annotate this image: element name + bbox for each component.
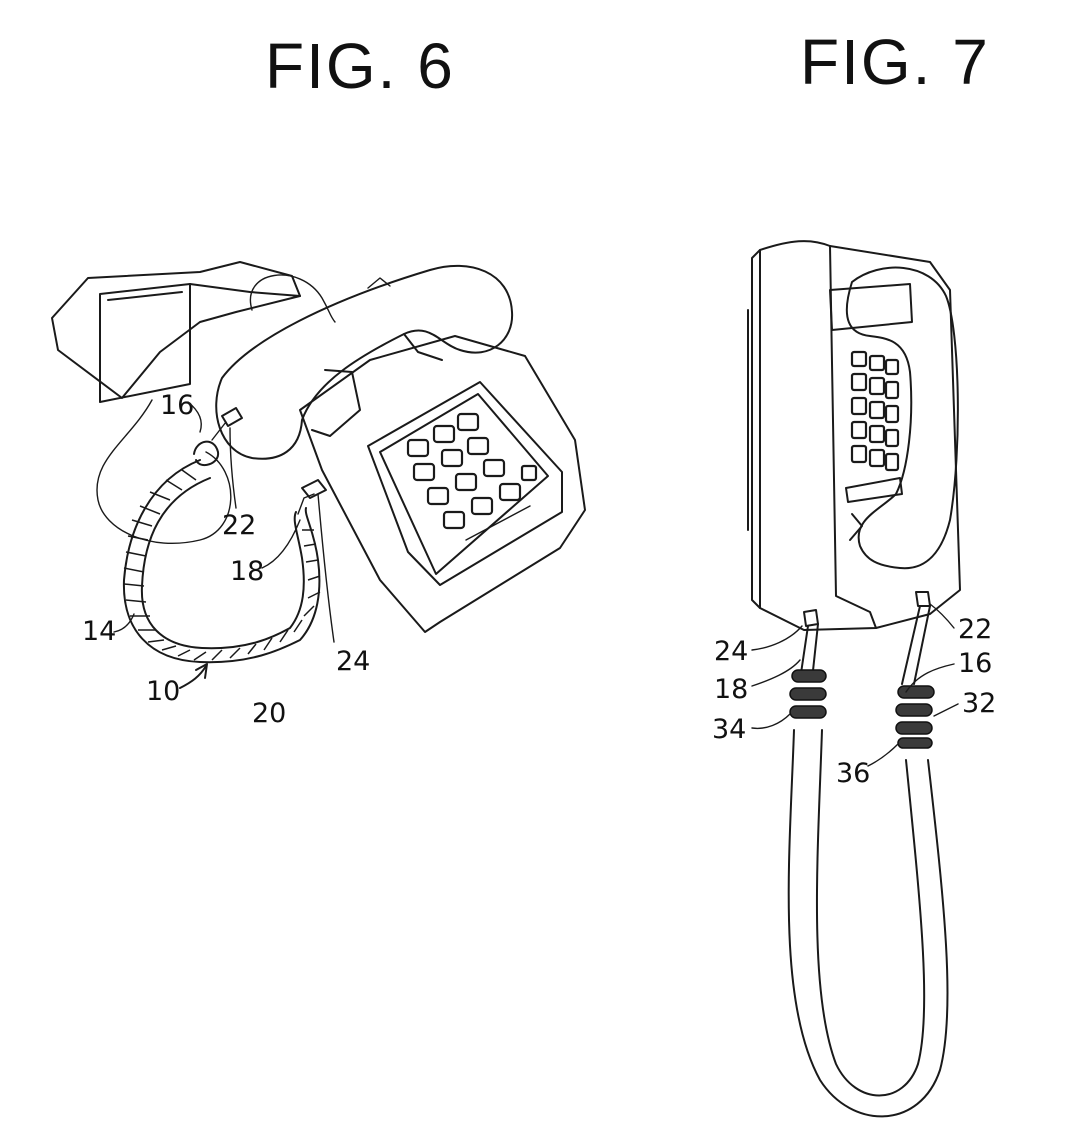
- straight-cord: [787, 729, 949, 1118]
- figure-6-reference-numerals: 16 22 18 14 24 10 20: [82, 390, 370, 729]
- figure-6: FIG. 6: [51, 30, 586, 729]
- plug-22-fig7: [915, 591, 931, 607]
- ref-34: 34: [712, 714, 746, 745]
- desk-telephone-drawing: [51, 261, 586, 664]
- figure-7-title: FIG. 7: [800, 26, 990, 98]
- ref-18: 18: [230, 556, 264, 587]
- ref-18-fig7: 18: [714, 674, 748, 705]
- wall-keypad: [850, 350, 900, 472]
- plug-24: [301, 479, 327, 499]
- ref-22-fig7: 22: [958, 614, 992, 645]
- coiled-cord: [122, 421, 321, 664]
- ref-22: 22: [222, 510, 256, 541]
- collar-34: [789, 669, 827, 719]
- keypad: [406, 412, 538, 541]
- ref-14: 14: [82, 616, 116, 647]
- plug-22: [221, 407, 243, 427]
- ref-20: 20: [252, 698, 286, 729]
- ref-36: 36: [836, 758, 870, 789]
- figure-7-reference-numerals: 24 18 34 22 16 32 36: [712, 603, 996, 789]
- ref-10: 10: [146, 676, 180, 707]
- collar-32: [895, 685, 935, 749]
- plug-24-fig7: [803, 609, 819, 627]
- handset: [215, 264, 514, 460]
- figure-7: FIG. 7: [712, 26, 996, 1118]
- ref-32: 32: [962, 688, 996, 719]
- wall-handset: [829, 266, 959, 570]
- ref-24: 24: [336, 646, 370, 677]
- figure-6-title: FIG. 6: [265, 30, 455, 102]
- wall-telephone-drawing: [747, 240, 961, 1118]
- ref-16: 16: [160, 390, 194, 421]
- ref-24-fig7: 24: [714, 636, 748, 667]
- ref-16-fig7: 16: [958, 648, 992, 679]
